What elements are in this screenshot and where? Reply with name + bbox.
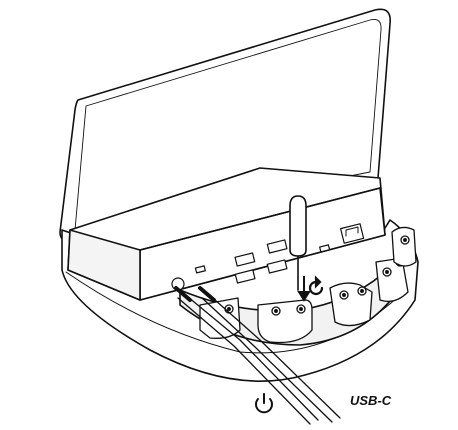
screwdriver (289, 195, 307, 291)
down-arrow-icon (297, 276, 311, 302)
usb-c-port (319, 244, 331, 253)
hdmi-port-2 (234, 269, 256, 284)
cable-clip (391, 226, 417, 267)
cables (174, 286, 341, 425)
hdmi-port-4 (266, 259, 288, 274)
hdmi-port-3 (266, 239, 288, 254)
usb-a-port (194, 265, 206, 274)
rotate-clockwise-icon (308, 275, 324, 296)
cable-clips (199, 226, 417, 344)
power-icon (255, 393, 273, 414)
usb-c-cable (205, 291, 341, 419)
power-cable (181, 291, 319, 421)
usb-c-label: USB-C (350, 393, 392, 408)
port-panel (171, 223, 365, 291)
hdmi-port-1 (234, 252, 256, 267)
